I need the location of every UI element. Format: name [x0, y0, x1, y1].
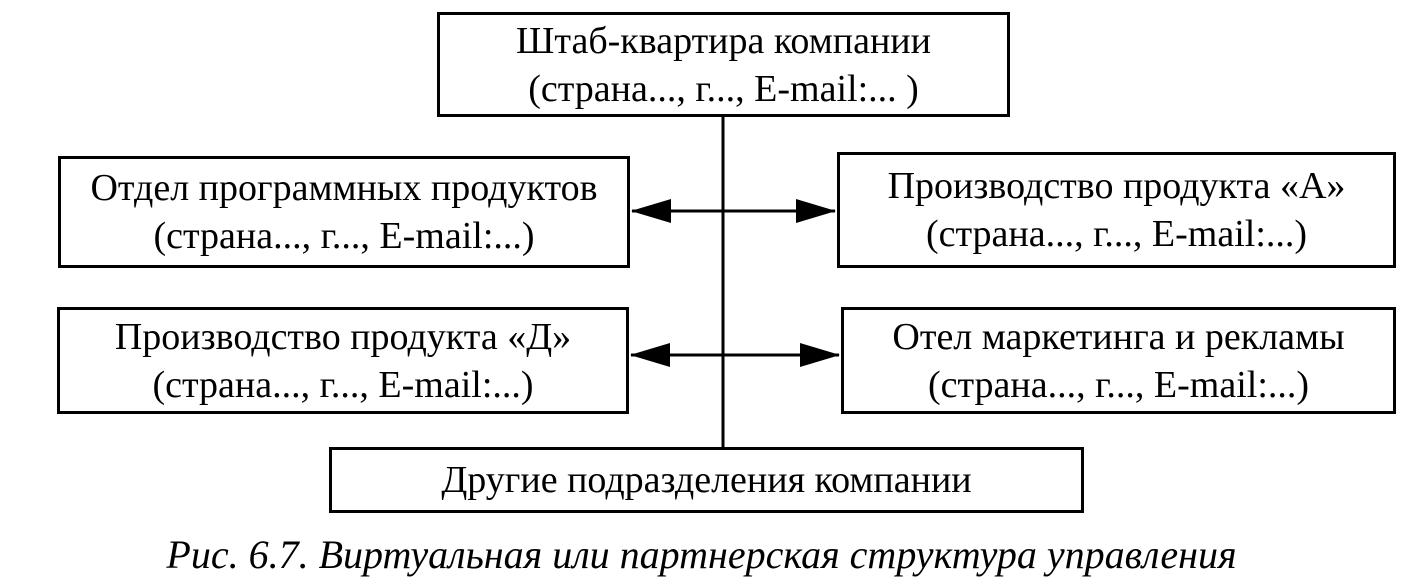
production-d-details: (страна..., г..., E-mail:...) [152, 363, 534, 406]
marketing-department-details: (страна..., г..., E-mail:...) [927, 363, 1310, 406]
marketing-department-box: Отел маркетинга и рекламы (страна..., г.… [841, 307, 1396, 414]
marketing-department-title: Отел маркетинга и рекламы [892, 315, 1345, 358]
production-a-title: Производство продукта «А» [887, 165, 1346, 207]
production-d-box: Производство продукта «Д» (страна..., г.… [57, 307, 629, 414]
other-units-box: Другие подразделения компании [329, 447, 1084, 513]
other-units-title: Другие подразделения компании [441, 459, 972, 501]
headquarters-title: Штаб-квартира компании [516, 19, 931, 62]
software-department-details: (страна..., г..., E-mail:...) [153, 215, 535, 257]
headquarters-box: Штаб-квартира компании (страна..., г...,… [437, 12, 1010, 117]
production-a-box: Производство продукта «А» (страна..., г.… [837, 152, 1396, 268]
production-d-title: Производство продукта «Д» [114, 315, 572, 358]
figure-caption: Рис. 6.7. Виртуальная или партнерская ст… [166, 532, 1237, 577]
software-department-title: Отдел программных продуктов [90, 167, 598, 209]
headquarters-details: (страна..., г..., E-mail:... ) [528, 67, 919, 110]
software-department-box: Отдел программных продуктов (страна..., … [58, 156, 630, 268]
production-a-details: (страна..., г..., E-mail:...) [925, 213, 1308, 255]
